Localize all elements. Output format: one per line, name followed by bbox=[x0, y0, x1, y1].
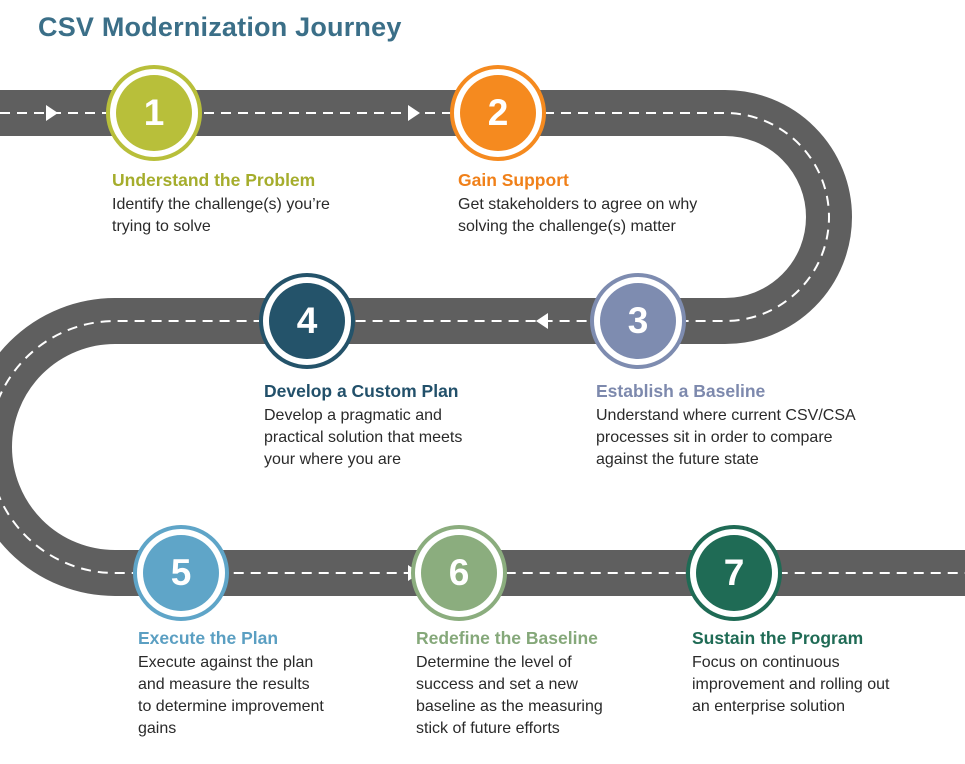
step-5-title: Execute the Plan bbox=[138, 628, 279, 648]
step-2-text: Gain Support Get stakeholders to agree o… bbox=[458, 169, 733, 238]
step-6-text: Redefine the Baseline Determine the leve… bbox=[416, 627, 691, 740]
step-4-description: Develop a pragmatic and practical soluti… bbox=[264, 407, 463, 468]
direction-arrow-left-1 bbox=[536, 313, 548, 329]
step-1-description: Identify the challenge(s) you’re trying … bbox=[112, 196, 330, 235]
direction-arrow-right-1 bbox=[46, 105, 58, 121]
step-4-title: Develop a Custom Plan bbox=[264, 381, 459, 401]
step-2-number: 2 bbox=[460, 75, 536, 151]
step-1-title: Understand the Problem bbox=[112, 170, 316, 190]
step-7-title: Sustain the Program bbox=[692, 628, 864, 648]
step-1-number: 1 bbox=[116, 75, 192, 151]
step-7-text: Sustain the Program Focus on continuous … bbox=[692, 627, 965, 718]
step-4-number: 4 bbox=[269, 283, 345, 359]
step-3-text: Establish a Baseline Understand where cu… bbox=[596, 380, 871, 471]
lane-marking bbox=[0, 112, 965, 574]
step-3-title: Establish a Baseline bbox=[596, 381, 766, 401]
step-1-text: Understand the Problem Identify the chal… bbox=[112, 169, 387, 238]
step-2-description: Get stakeholders to agree on why solving… bbox=[458, 196, 698, 235]
step-3-number: 3 bbox=[600, 283, 676, 359]
step-3-badge: 3 bbox=[590, 273, 686, 369]
step-7-badge: 7 bbox=[686, 525, 782, 621]
step-6-title: Redefine the Baseline bbox=[416, 628, 598, 648]
step-5-description: Execute against the plan and measure the… bbox=[138, 654, 324, 737]
step-5-text: Execute the Plan Execute against the pla… bbox=[138, 627, 413, 740]
step-4-text: Develop a Custom Plan Develop a pragmati… bbox=[264, 380, 539, 471]
step-4-badge: 4 bbox=[259, 273, 355, 369]
step-3-description: Understand where current CSV/CSA process… bbox=[596, 407, 856, 468]
step-5-number: 5 bbox=[143, 535, 219, 611]
step-7-description: Focus on continuous improvement and roll… bbox=[692, 654, 890, 715]
step-6-description: Determine the level of success and set a… bbox=[416, 654, 603, 737]
step-6-number: 6 bbox=[421, 535, 497, 611]
step-5-badge: 5 bbox=[133, 525, 229, 621]
step-2-title: Gain Support bbox=[458, 170, 569, 190]
page-title: CSV Modernization Journey bbox=[38, 12, 402, 42]
step-6-badge: 6 bbox=[411, 525, 507, 621]
step-7-number: 7 bbox=[696, 535, 772, 611]
step-1-badge: 1 bbox=[106, 65, 202, 161]
direction-arrow-right-2 bbox=[408, 105, 420, 121]
step-2-badge: 2 bbox=[450, 65, 546, 161]
direction-arrow-down bbox=[58, 433, 74, 445]
